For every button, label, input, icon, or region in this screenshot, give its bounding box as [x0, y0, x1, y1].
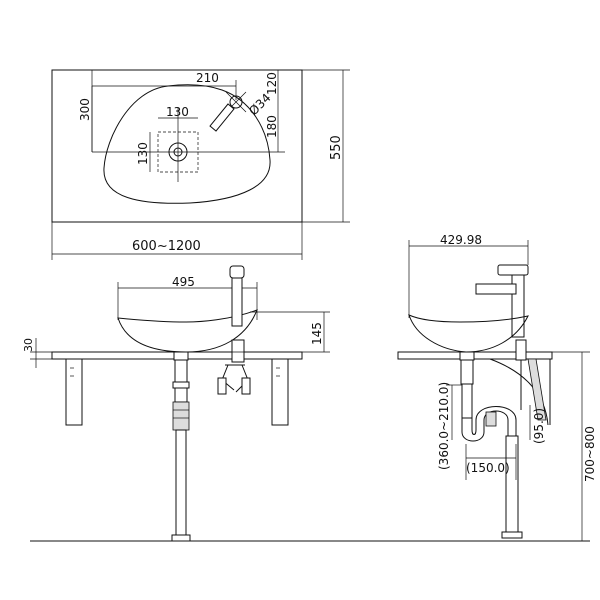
angle-valve-left [217, 377, 227, 395]
drain-outer [168, 142, 188, 162]
drain-nut-front [172, 381, 190, 389]
dim-drain-offset-y: 130 [136, 142, 150, 165]
dim-counter-depth: 550 [329, 135, 344, 160]
counter-outline-top [51, 69, 303, 223]
bracket-leg-right [271, 358, 289, 426]
faucet-shank-front [231, 339, 245, 363]
floor-flange-side [501, 531, 523, 539]
dim-bowl-width: 495 [172, 275, 195, 289]
dim-faucet-offset: 210 [196, 71, 219, 85]
dim-overall-depth: 429.98 [440, 233, 482, 247]
dim-trap-height: (360.0~210.0) [437, 382, 451, 470]
side-view: 429.98 (360.0~210.0) (95.0) [397, 233, 597, 541]
faucet-handle-side [497, 264, 529, 276]
basin-outline-top [103, 84, 271, 204]
dim-trap-width: (150.0) [466, 461, 510, 475]
p-trap-inner [471, 406, 517, 436]
drain-tail-side [460, 359, 474, 385]
bracket-rib-side [527, 358, 547, 421]
dim-drain-offset-x: 130 [166, 105, 189, 119]
bracket-arc-side [489, 358, 549, 426]
floor-flange-front [171, 534, 191, 542]
front-view: 495 145 30 [22, 265, 330, 542]
faucet-spout-side [475, 283, 517, 295]
faucet-spout-top [209, 103, 235, 132]
dim-counter-width: 600~1200 [132, 239, 201, 254]
faucet-handle-front [229, 265, 245, 279]
dim-bowl-height: 145 [310, 322, 324, 345]
trap-nut-side [485, 411, 497, 427]
dim-faucet-y: 120 [265, 72, 279, 95]
dim-trap-offset: (95.0) [532, 408, 546, 444]
trap-section-front [172, 401, 190, 431]
basin-side [408, 314, 529, 353]
drain-flange-side [459, 351, 475, 361]
bracket-leg-left [65, 358, 83, 426]
drain-zone-box [157, 131, 199, 173]
top-view: 210 300 130 130 120 Ø34 180 550 600~1200 [51, 69, 350, 260]
dim-faucet-front: 180 [265, 115, 279, 138]
angle-valve-right [241, 377, 251, 395]
drain-tail-front [174, 359, 188, 383]
dim-bowl-depth: 300 [78, 98, 92, 121]
p-trap-outer [461, 410, 509, 442]
drain-pipe-front [174, 387, 188, 403]
dim-install-height: 700~800 [583, 426, 597, 482]
dim-counter-thickness: 30 [22, 338, 35, 352]
counter-slab-side [397, 351, 553, 360]
waste-pipe-front [175, 429, 187, 536]
faucet-body-front [231, 277, 243, 327]
basin-front [117, 309, 258, 353]
drain-inner [173, 147, 183, 157]
drain-flange-front [173, 351, 189, 361]
faucet-shank-side [515, 339, 527, 361]
drain-pipe-side [461, 383, 473, 419]
